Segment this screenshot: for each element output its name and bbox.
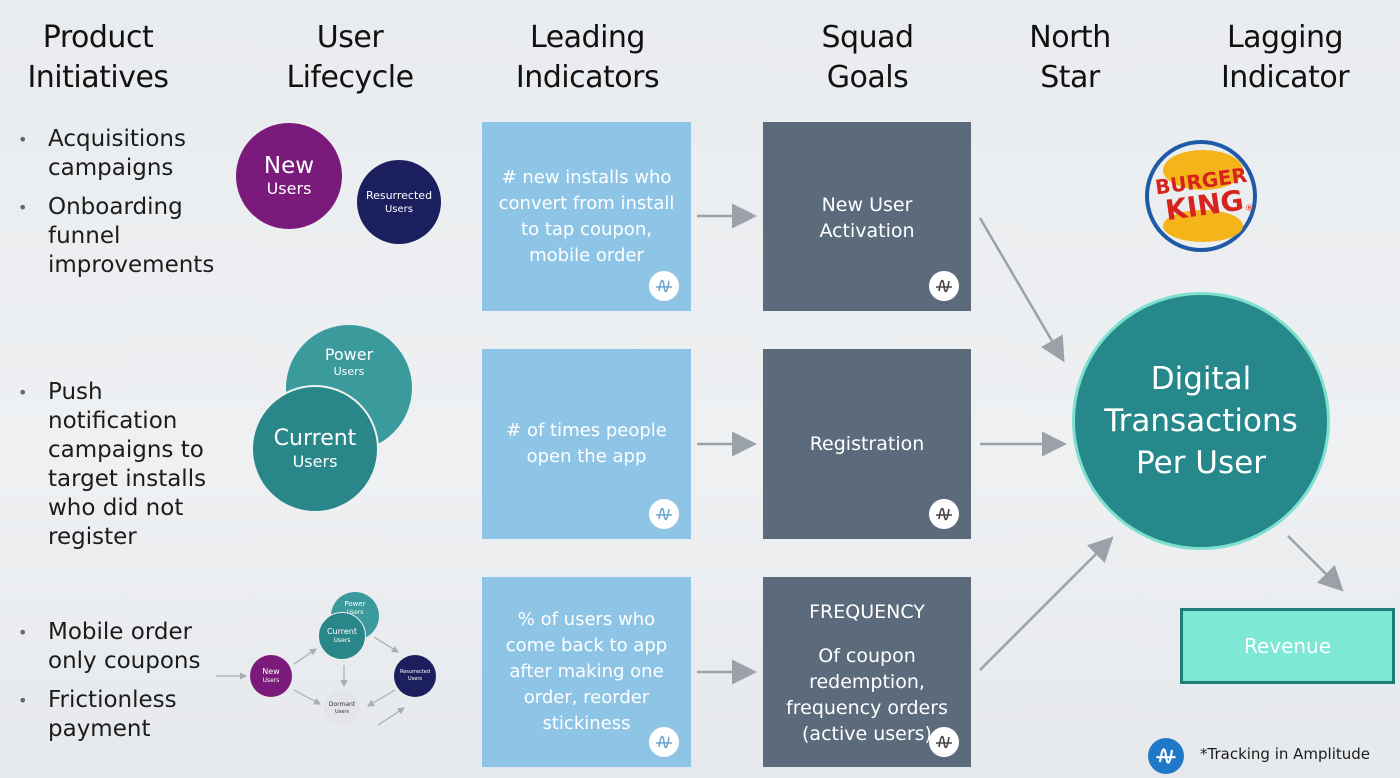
mini-arrow-resurrected-dormant bbox=[366, 689, 396, 707]
circle-sublabel: Users bbox=[333, 365, 365, 378]
header-squad-goals: Squad Goals bbox=[790, 18, 945, 98]
leading-indicator-box-2: # of times people open the app bbox=[482, 349, 691, 539]
footer-note: *Tracking in Amplitude bbox=[1200, 745, 1371, 763]
amplitude-icon bbox=[929, 499, 959, 529]
amplitude-icon bbox=[649, 499, 679, 529]
initiatives-row-1: Acquisitions campaigns Onboarding funnel… bbox=[18, 125, 238, 290]
resurrected-users-circle: Resurrected Users bbox=[357, 160, 441, 244]
squad-goal-title: FREQUENCY bbox=[809, 601, 925, 623]
north-star-line: Per User bbox=[1136, 445, 1266, 481]
header-line: Product bbox=[42, 20, 154, 55]
amplitude-icon bbox=[649, 727, 679, 757]
amplitude-icon bbox=[929, 271, 959, 301]
circle-sublabel: Users bbox=[346, 609, 364, 616]
squad-goal-box-2: Registration bbox=[763, 349, 971, 539]
squad-goal-box-1: New User Activation bbox=[763, 122, 971, 311]
leading-indicator-box-1: # new installs who convert from install … bbox=[482, 122, 691, 311]
north-star-circle: Digital Transactions Per User bbox=[1072, 292, 1330, 550]
circle-label: Power bbox=[344, 600, 366, 608]
bullet-item: Frictionless payment bbox=[18, 686, 228, 744]
mini-arrow-dormant-resurrected bbox=[377, 707, 406, 726]
header-line: North bbox=[1029, 20, 1111, 55]
squad-goal-box-3: FREQUENCY Of coupon redemption, frequenc… bbox=[763, 577, 971, 767]
mini-new-users-circle: New Users bbox=[250, 655, 292, 697]
header-lagging-indicator: Lagging Indicator bbox=[1200, 18, 1370, 98]
registered-mark: ® bbox=[1245, 204, 1254, 214]
arrow-squad1-northstar bbox=[978, 217, 1065, 363]
header-line: Indicators bbox=[515, 60, 660, 95]
header-line: Leading bbox=[530, 20, 645, 55]
header-leading-indicators: Leading Indicators bbox=[490, 18, 685, 98]
header-line: Goals bbox=[826, 60, 909, 95]
initiatives-row-3: Mobile order only coupons Frictionless p… bbox=[18, 618, 228, 754]
amplitude-icon bbox=[929, 727, 959, 757]
header-line: Squad bbox=[821, 20, 914, 55]
amplitude-icon bbox=[1148, 738, 1184, 774]
squad-goal-text: Of coupon redemption, frequency orders (… bbox=[786, 645, 948, 745]
circle-label: Current bbox=[326, 627, 358, 636]
bullet-item: Mobile order only coupons bbox=[18, 618, 228, 676]
mini-current-users-circle: Current Users bbox=[318, 612, 366, 660]
leading-indicator-text: # of times people open the app bbox=[506, 420, 667, 467]
header-line: Indicator bbox=[1220, 60, 1350, 95]
north-star-line: Transactions bbox=[1104, 403, 1298, 439]
bullet-item: Acquisitions campaigns bbox=[18, 125, 238, 183]
circle-label: Dormant bbox=[328, 700, 356, 708]
bullet-item: Onboarding funnel improvements bbox=[18, 193, 238, 280]
leading-indicator-text: % of users who come back to app after ma… bbox=[505, 609, 668, 734]
circle-label: Resurrected bbox=[365, 188, 433, 202]
bullet-item: Push notification campaigns to target in… bbox=[18, 378, 228, 552]
circle-sublabel: Users bbox=[333, 637, 351, 644]
mini-resurrected-users-circle: Resurrected Users bbox=[394, 655, 436, 697]
header-product-initiatives: Product Initiatives bbox=[18, 18, 178, 98]
burger-king-logo: BURGER KING ® bbox=[1145, 140, 1257, 252]
header-line: Lagging bbox=[1226, 20, 1344, 55]
revenue-box: Revenue bbox=[1180, 608, 1395, 684]
new-users-circle: New Users bbox=[236, 123, 342, 229]
north-star-line: Digital bbox=[1150, 361, 1252, 397]
circle-sublabel: Users bbox=[262, 677, 280, 684]
amplitude-icon bbox=[649, 271, 679, 301]
circle-sublabel: Users bbox=[407, 676, 422, 682]
burger-king-logo-graphic bbox=[1145, 140, 1257, 252]
circle-sublabel: Users bbox=[266, 179, 312, 198]
squad-goal-text: New User Activation bbox=[819, 194, 915, 242]
circle-sublabel: Users bbox=[384, 203, 413, 215]
header-line: Lifecycle bbox=[286, 60, 414, 95]
squad-goal-text: Registration bbox=[809, 433, 925, 455]
mini-arrow-new-dormant bbox=[293, 689, 322, 705]
circle-label: Current bbox=[273, 426, 357, 451]
leading-indicator-text: # new installs who convert from install … bbox=[498, 166, 675, 266]
header-north-star: North Star bbox=[1005, 18, 1135, 98]
circle-sublabel: Users bbox=[292, 452, 338, 471]
mini-dormant-users-circle: Dormant Users bbox=[324, 690, 360, 726]
header-user-lifecycle: User Lifecycle bbox=[270, 18, 430, 98]
mini-arrow-new-current bbox=[293, 648, 317, 665]
header-line: User bbox=[316, 20, 384, 55]
header-line: Star bbox=[1040, 60, 1100, 95]
circle-label: Power bbox=[324, 345, 374, 364]
header-line: Initiatives bbox=[27, 60, 169, 95]
arrow-northstar-revenue bbox=[1287, 535, 1344, 592]
arrow-squad3-northstar bbox=[979, 536, 1114, 671]
mini-arrow-current-resurrected bbox=[373, 636, 400, 653]
current-users-circle: Current Users bbox=[251, 385, 379, 513]
leading-indicator-box-3: % of users who come back to app after ma… bbox=[482, 577, 691, 767]
initiatives-row-2: Push notification campaigns to target in… bbox=[18, 378, 228, 562]
circle-sublabel: Users bbox=[334, 708, 349, 715]
circle-label: New bbox=[263, 153, 315, 179]
revenue-label: Revenue bbox=[1243, 634, 1332, 658]
circle-label: New bbox=[262, 667, 280, 676]
circle-label: Resurrected bbox=[399, 669, 431, 675]
